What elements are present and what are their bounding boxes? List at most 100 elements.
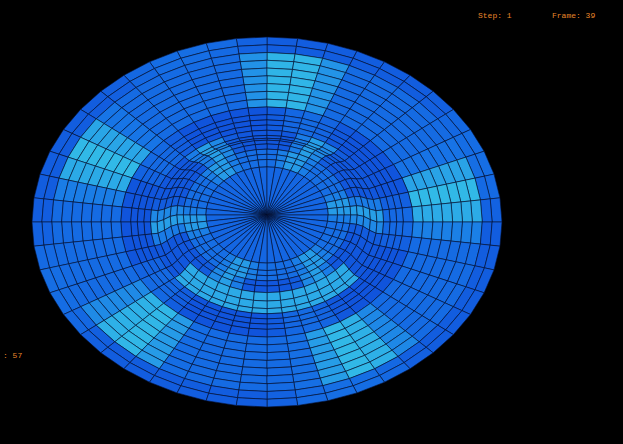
mesh-element: [325, 386, 357, 401]
mesh-element: [343, 215, 350, 224]
mesh-element: [343, 206, 350, 215]
mesh-element: [267, 328, 286, 337]
mesh-element: [267, 76, 291, 85]
mesh-element: [32, 222, 44, 246]
mesh-element: [402, 222, 413, 237]
mesh-element: [431, 204, 442, 222]
mesh-element: [81, 222, 92, 241]
mesh-element: [412, 222, 423, 238]
mesh-element: [62, 201, 74, 222]
mesh-element: [267, 144, 279, 150]
mesh-element: [251, 215, 267, 263]
mesh-element: [267, 280, 279, 286]
mesh-element: [258, 160, 267, 168]
mesh-element: [101, 347, 130, 368]
mesh-element: [462, 290, 484, 315]
mesh-element: [404, 347, 433, 368]
mesh-element: [63, 311, 88, 335]
mesh-element: [412, 206, 423, 222]
mesh-element: [350, 215, 357, 224]
mesh-element: [257, 154, 267, 160]
mesh-element: [206, 209, 267, 215]
mesh-element: [422, 205, 433, 222]
mesh-element: [34, 245, 50, 270]
mesh-element: [475, 268, 494, 293]
mesh-element: [190, 207, 197, 215]
mesh-element: [267, 263, 276, 271]
plot-annotation: : 57: [3, 352, 22, 360]
mesh-element: [373, 198, 382, 210]
mesh-element: [81, 330, 108, 353]
mesh-element: [248, 328, 267, 337]
mesh-element: [111, 222, 122, 238]
mesh-element: [446, 311, 471, 335]
mesh-element: [255, 280, 267, 286]
mesh-element: [111, 206, 122, 222]
mesh-element: [91, 204, 102, 222]
mesh-element: [236, 398, 267, 407]
mesh-element: [267, 398, 298, 407]
mesh-element: [451, 202, 462, 222]
mesh-element: [326, 201, 337, 209]
mesh-element: [151, 198, 160, 210]
mesh-element: [81, 203, 92, 222]
plot-annotation: Step: 1: [478, 12, 512, 20]
mesh-element: [121, 207, 132, 222]
mesh-element: [256, 275, 267, 281]
mesh-element: [431, 222, 442, 240]
mesh-element: [124, 363, 154, 383]
mesh-element: [253, 300, 267, 308]
mesh-element: [267, 275, 278, 281]
mesh-element: [267, 351, 290, 360]
mesh-element: [267, 215, 283, 263]
mesh-element: [101, 222, 112, 239]
mesh-element: [150, 210, 158, 222]
mesh-element: [255, 144, 267, 150]
mesh-element: [245, 91, 267, 100]
mesh-element: [267, 203, 328, 215]
mesh-element: [490, 222, 502, 246]
mesh-element: [267, 285, 280, 292]
mesh-element: [257, 270, 267, 276]
mesh-element: [267, 209, 328, 215]
mesh-element: [337, 207, 344, 215]
mesh-element: [247, 99, 267, 108]
mesh-element: [40, 268, 59, 293]
mesh-element: [206, 393, 237, 405]
mesh-element: [267, 292, 280, 301]
mesh-element: [177, 215, 184, 224]
mesh-element: [441, 203, 452, 222]
mesh-element: [402, 207, 413, 222]
mesh-element: [350, 206, 357, 215]
mesh-element: [183, 206, 190, 215]
mesh-element: [426, 330, 453, 353]
mesh-element: [197, 201, 208, 209]
mesh-element: [241, 68, 267, 77]
mesh-element: [190, 215, 197, 223]
mesh-element: [296, 393, 327, 405]
mesh-element: [101, 205, 112, 222]
mesh-element: [267, 84, 290, 93]
mesh-cells: [32, 37, 502, 407]
mesh-element: [376, 210, 384, 222]
mesh-element: [254, 285, 267, 292]
mesh-element: [247, 336, 267, 345]
mesh-element: [254, 292, 267, 301]
mesh-element: [267, 99, 287, 108]
mesh-element: [177, 386, 209, 401]
mesh-element: [245, 344, 267, 353]
mesh-element: [461, 201, 473, 222]
mesh-element: [337, 215, 344, 223]
mesh-element: [183, 215, 190, 224]
mesh-element: [121, 222, 132, 237]
mesh-element: [422, 222, 433, 239]
mesh-element: [267, 270, 277, 276]
mesh-element: [328, 208, 338, 215]
mesh-element: [259, 215, 267, 263]
mesh-element: [267, 107, 286, 116]
mesh-element: [267, 154, 277, 160]
mesh-element: [267, 160, 276, 168]
mesh-element: [71, 202, 82, 222]
mesh-element: [267, 300, 281, 308]
